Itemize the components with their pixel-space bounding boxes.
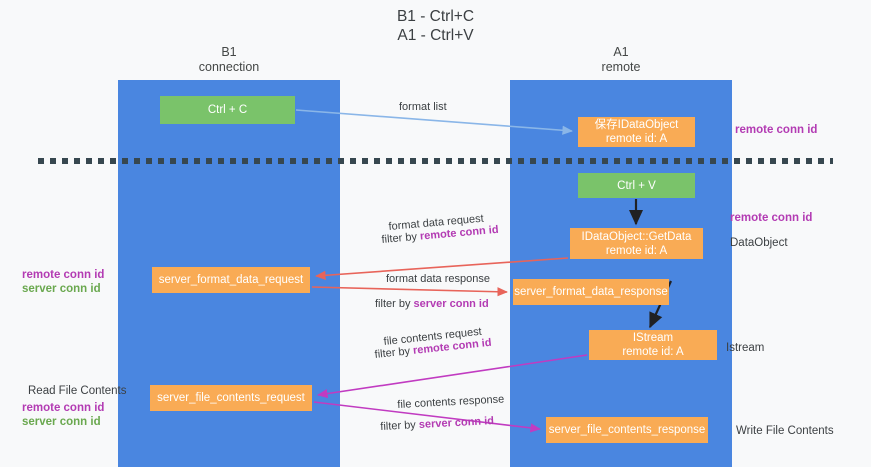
- node-istream-label: IStream: [632, 332, 674, 344]
- diagram-title-line1: B1 - Ctrl+C: [396, 8, 475, 25]
- filter-prefix: filter by: [380, 418, 420, 433]
- label-remote-conn-id: remote conn id: [22, 402, 105, 414]
- section-divider: [38, 158, 833, 164]
- node-ctrl-c[interactable]: Ctrl + C: [160, 96, 295, 124]
- label-server-conn-id: server conn id: [22, 416, 101, 428]
- node-server-format-data-response-label: server_format_data_response: [514, 286, 668, 298]
- node-save-idataobject-label: 保存IDataObject: [594, 119, 679, 131]
- lane-header-b1: B1 connection: [118, 45, 340, 75]
- label-read-file-contents: Read File Contents: [28, 385, 127, 397]
- filter-value-server-conn-id: server conn id: [418, 415, 495, 431]
- node-save-idataobject-remote-id: remote id: A: [605, 133, 668, 145]
- node-idataobject-getdata-remote-id: remote id: A: [605, 244, 668, 257]
- node-save-idataobject[interactable]: 保存IDataObject remote id: A: [578, 117, 695, 147]
- filter-value-server-conn-id: server conn id: [413, 298, 489, 310]
- node-server-format-data-request[interactable]: server_format_data_request: [152, 267, 310, 293]
- lane-header-b1-name: B1: [221, 45, 237, 59]
- node-idataobject-getdata[interactable]: IDataObject::GetData remote id: A: [570, 228, 703, 259]
- label-dataobject: DataObject: [730, 237, 788, 249]
- edge-label-format-list: format list: [399, 101, 447, 113]
- edge-label-format-data-response-filter: filter by server conn id: [375, 297, 489, 312]
- diagram-title: B1 - Ctrl+C A1 - Ctrl+V: [0, 7, 871, 45]
- filter-prefix: filter by: [374, 344, 414, 361]
- label-server-conn-id: server conn id: [22, 283, 101, 295]
- node-server-format-data-response[interactable]: server_format_data_response: [513, 279, 669, 305]
- node-server-file-contents-request-label: server_file_contents_request: [157, 392, 305, 404]
- node-server-format-data-request-label: server_format_data_request: [158, 274, 304, 286]
- node-ctrl-v-label: Ctrl + V: [617, 179, 656, 192]
- label-istream: Istream: [726, 342, 765, 354]
- lane-header-a1-role: remote: [601, 60, 641, 74]
- lane-header-b1-role: connection: [198, 60, 260, 74]
- filter-prefix: filter by: [381, 230, 421, 246]
- lane-header-a1-name: A1: [613, 45, 629, 59]
- label-left-conn-ids-lower: remote conn id server conn id: [22, 401, 104, 429]
- node-server-file-contents-request[interactable]: server_file_contents_request: [150, 385, 312, 411]
- edge-label-file-contents-response-filter: filter by server conn id: [380, 414, 494, 435]
- label-remote-conn-id-mid: remote conn id: [730, 212, 813, 224]
- node-ctrl-c-label: Ctrl + C: [207, 104, 248, 116]
- node-idataobject-getdata-label: IDataObject::GetData: [581, 230, 692, 243]
- node-ctrl-v[interactable]: Ctrl + V: [578, 173, 695, 198]
- label-remote-conn-id: remote conn id: [22, 269, 105, 281]
- edge-label-format-data-response: format data response: [386, 273, 490, 285]
- node-server-file-contents-response-label: server_file_contents_response: [548, 424, 706, 436]
- edge-label-file-contents-response: file contents response: [397, 393, 505, 411]
- node-istream-remote-id: remote id: A: [622, 346, 684, 358]
- label-left-conn-ids-upper: remote conn id server conn id: [22, 268, 104, 296]
- diagram-title-line2: A1 - Ctrl+V: [397, 27, 474, 44]
- edge-format-data-response: [311, 286, 508, 297]
- lane-header-a1: A1 remote: [510, 45, 732, 75]
- filter-prefix: filter by: [375, 298, 414, 310]
- label-remote-conn-id-top: remote conn id: [735, 124, 818, 136]
- label-write-file-contents: Write File Contents: [736, 425, 834, 437]
- node-istream[interactable]: IStream remote id: A: [589, 330, 717, 360]
- node-server-file-contents-response[interactable]: server_file_contents_response: [546, 417, 708, 443]
